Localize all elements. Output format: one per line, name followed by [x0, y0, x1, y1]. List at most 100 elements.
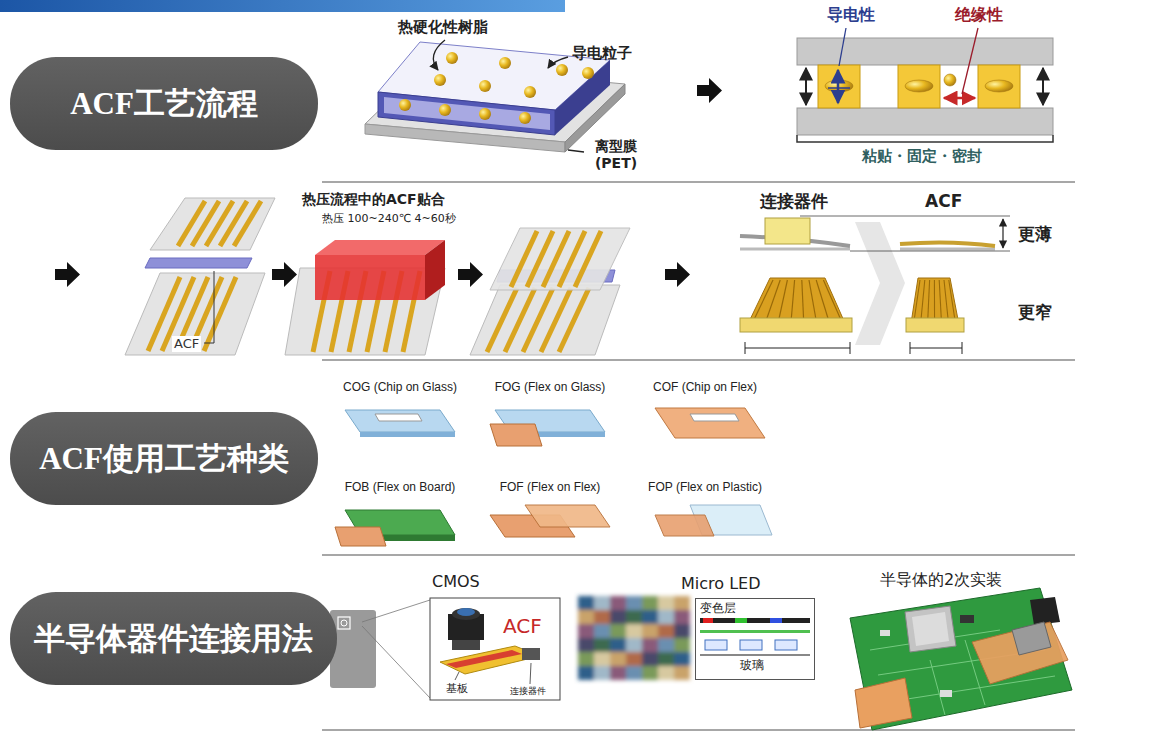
- flex-before: [125, 198, 275, 355]
- conductive-particle: [519, 112, 531, 124]
- cmos-picture: [341, 620, 347, 626]
- part-label: 导电粒子: [572, 44, 632, 62]
- blurred-photo: [578, 666, 594, 680]
- size-compare: [1002, 219, 1003, 248]
- part-label: 连接器件: [510, 686, 546, 697]
- conductive-particle: [434, 74, 446, 86]
- blurred-photo: [610, 596, 626, 610]
- size-compare: [906, 318, 964, 332]
- flow-arrow: [55, 262, 80, 287]
- cmos-picture: [530, 663, 531, 684]
- leader-line: [433, 40, 584, 152]
- blurred-photo: [594, 596, 610, 610]
- blurred-photo: [626, 596, 642, 610]
- cmos-picture: [452, 608, 480, 620]
- blurred-photo: [658, 624, 674, 638]
- size-compare: [910, 342, 911, 354]
- blurred-photo: [594, 638, 610, 652]
- blurred-photo: [578, 638, 594, 652]
- flex-after: [487, 288, 517, 352]
- blurred-photo: [610, 666, 626, 680]
- pcb-picture: [1012, 622, 1051, 655]
- bond-section: [818, 65, 1020, 108]
- blurred-photo: [578, 610, 594, 624]
- blurred-photo: [610, 610, 626, 624]
- cof-picture: [655, 408, 765, 438]
- size-compare: [745, 348, 850, 349]
- bond-section: [797, 135, 1053, 142]
- process-type: COF (Chip on Flex): [631, 380, 779, 394]
- bond-section: [944, 97, 975, 100]
- flex-after: [505, 288, 535, 352]
- size-compare: [850, 251, 1010, 252]
- bond-section: [805, 68, 807, 105]
- bond-section: [1042, 68, 1044, 105]
- pcb-picture: [850, 588, 1072, 730]
- separator: [322, 359, 1075, 361]
- flex-before: [178, 201, 205, 246]
- blurred-photo: [610, 652, 626, 666]
- part-label: 基板: [446, 682, 468, 695]
- top-bar: [0, 0, 565, 12]
- bond-section: [898, 65, 940, 108]
- pcb-picture: [972, 622, 1068, 684]
- cmos-picture: [457, 608, 475, 616]
- hot-press: [315, 240, 445, 255]
- micro-led-layers: [703, 618, 713, 623]
- size-compare: [765, 218, 810, 244]
- application-title: CMOS: [432, 572, 480, 591]
- size-compare: [745, 342, 746, 354]
- cmos-picture: [452, 640, 480, 650]
- cog-picture: [375, 414, 422, 421]
- cmos-picture: [430, 598, 560, 700]
- cof-picture: [690, 414, 739, 421]
- size-compare: [740, 318, 852, 332]
- size-compare: [800, 216, 1010, 251]
- process-type: FOB (Flex on Board): [326, 480, 474, 494]
- blurred-photo: [642, 666, 658, 680]
- blurred-photo: [674, 596, 690, 610]
- fog-picture: [490, 424, 542, 446]
- blurred-photo: [674, 638, 690, 652]
- section-title-box: 半导体器件连接用法: [10, 592, 337, 685]
- size-compare: [740, 216, 1010, 354]
- micro-led-layers: [775, 640, 797, 650]
- blurred-photo: [610, 638, 626, 652]
- blurred-photo: [658, 610, 674, 624]
- cmos-picture: [330, 610, 376, 688]
- fop-picture: [655, 505, 772, 536]
- size-compare: [910, 348, 962, 349]
- bond-section: [837, 70, 840, 103]
- hot-press: [425, 240, 445, 300]
- fof-picture: [490, 505, 610, 537]
- process-type: COG (Chip on Glass): [326, 380, 474, 394]
- pcb-picture: [880, 630, 890, 636]
- section-title: 半导体器件连接用法: [34, 620, 313, 657]
- flow-arrow: [697, 78, 722, 103]
- blurred-photo: [658, 638, 674, 652]
- part-label: ACF: [172, 336, 201, 352]
- blurred-photo: [674, 610, 690, 624]
- property-label: 导电性: [827, 5, 875, 24]
- flow-arrow: [272, 262, 297, 287]
- hot-press: [285, 240, 445, 355]
- part-label: 离型膜 (PET): [588, 138, 644, 172]
- size-compare: [900, 248, 995, 251]
- bond-section: [797, 28, 1053, 142]
- separator: [322, 729, 1075, 731]
- cmos-picture: [362, 626, 430, 698]
- flex-after: [490, 228, 630, 290]
- flex-after: [541, 288, 571, 352]
- blurred-photo: [626, 638, 642, 652]
- micro-led-layers: [770, 618, 782, 623]
- conductive-particle: [439, 104, 451, 116]
- bond-section: [825, 74, 1013, 92]
- size-compare: [962, 342, 963, 354]
- conductive-particle: [556, 64, 568, 76]
- flow-arrow: [665, 262, 690, 287]
- cmos-picture: [446, 650, 522, 668]
- size-compare: [850, 342, 851, 354]
- cmos-picture: [330, 598, 560, 700]
- conductive-particle: [479, 80, 491, 92]
